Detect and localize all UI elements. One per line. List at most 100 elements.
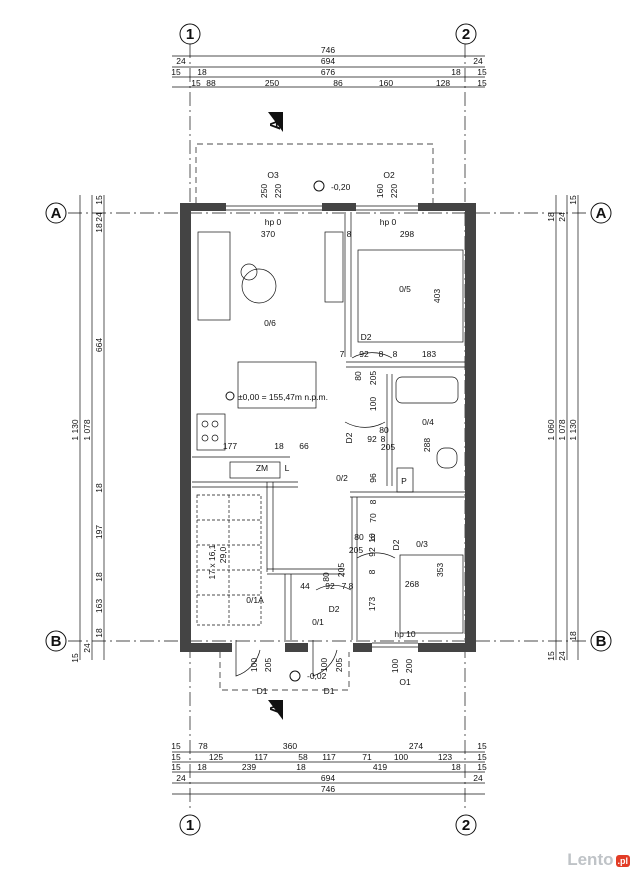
window-o3-sill: hp 0 — [265, 217, 282, 227]
left-dim-inner: 664 — [94, 338, 104, 352]
right-dim-small: 18 — [546, 212, 556, 222]
top-dim-r3: 15 — [171, 67, 181, 77]
room-0-3: 0/3 — [416, 539, 428, 549]
dim-kitchen: 66 — [299, 441, 309, 451]
axis-a-right-label: A — [596, 205, 607, 222]
bottom-dim-r1: 15 — [171, 741, 181, 751]
window-o1-height: 200 — [404, 659, 414, 673]
door-d2-label: D2 — [361, 332, 372, 342]
bottom-dim-r3: 15 — [171, 762, 181, 772]
axis-bubbles — [45, 23, 612, 836]
bottom-dim-r2: 125 — [209, 752, 223, 762]
bottom-dim-r3: 239 — [242, 762, 256, 772]
dim-wall: 10 — [367, 533, 377, 543]
dim-door: 80 — [354, 532, 364, 542]
bottom-dim-r1: 78 — [198, 741, 208, 751]
dim-vertical: 205 — [368, 371, 378, 385]
dim-vertical: 96 — [368, 473, 378, 483]
left-dim-inner: 24 — [94, 212, 104, 222]
left-dim-inner: 18 — [94, 223, 104, 233]
window-o2-label: O2 — [383, 170, 395, 180]
fridge-l-label: L — [285, 463, 290, 473]
dim-wall: 8 — [379, 349, 384, 359]
top-dim-r4: 86 — [333, 78, 343, 88]
dim-wall: 8 — [381, 434, 386, 444]
bottom-dim-r4: 24 — [473, 773, 483, 783]
dim-vertical: 80 — [353, 371, 363, 381]
right-dim-mid: 1 078 — [557, 419, 567, 441]
window-o3-width: 250 — [259, 184, 269, 198]
dim-door: 44 — [300, 581, 310, 591]
top-dim-r4: 15 — [191, 78, 201, 88]
door-d2c-label: D2 — [391, 539, 401, 550]
left-dim-small: 15 — [94, 195, 104, 205]
outer-walls — [180, 203, 476, 652]
bottom-dim-r3: 18 — [296, 762, 306, 772]
right-dim-small: 24 — [557, 212, 567, 222]
dim-entry-door: 100 — [319, 658, 329, 672]
bottom-dim-r2: 15 — [171, 752, 181, 762]
top-dim-r4: 15 — [477, 78, 487, 88]
door-d2d-label: D2 — [329, 604, 340, 614]
left-dim-inner: 163 — [94, 599, 104, 613]
dim-bed5-height: 403 — [432, 289, 442, 303]
room-0-1a: 0/1A — [246, 595, 264, 605]
dim-living-width: 370 — [261, 229, 275, 239]
bottom-dim-r2: 117 — [254, 752, 268, 762]
stairs-count-label: 17 x 16,1 — [207, 544, 217, 579]
dim-entry-door: 100 — [249, 658, 259, 672]
dim-wall: 8 — [368, 499, 378, 504]
top-dim-r3: 18 — [197, 67, 207, 77]
window-o2-sill: hp 0 — [380, 217, 397, 227]
top-dim-r2: 24 — [176, 56, 186, 66]
dim-vertical: 205 — [381, 442, 395, 452]
dim-vertical: 100 — [368, 397, 378, 411]
bottom-dim-r2: 117 — [322, 752, 336, 762]
left-dim-inner: 24 — [82, 643, 92, 653]
window-o3-height: 220 — [273, 184, 283, 198]
axis-2-bottom-label: 2 — [462, 817, 470, 834]
axis-b-left-label: B — [51, 633, 62, 650]
bottom-dim-r1: 15 — [477, 741, 487, 751]
bottom-dim-r3: 18 — [197, 762, 207, 772]
dim-wall: 7 — [340, 349, 345, 359]
dim-wall: 8 — [347, 229, 352, 239]
dim-door: 92 — [367, 547, 377, 557]
dim-door: 92 — [325, 581, 335, 591]
bottom-dim-r1: 274 — [409, 741, 423, 751]
dim-vertical: 205 — [336, 563, 346, 577]
window-o3-label: O3 — [267, 170, 279, 180]
bottom-dim-r2: 15 — [477, 752, 487, 762]
dim-bed5-inner: 183 — [422, 349, 436, 359]
top-dim-r4: 250 — [265, 78, 279, 88]
left-dim-inner: 18 — [94, 483, 104, 493]
top-dim-r4: 88 — [206, 78, 216, 88]
left-dim-small: 15 — [70, 653, 80, 663]
dim-vertical: 205 — [349, 545, 363, 555]
right-dim-inner: 1 060 — [546, 419, 556, 441]
axis-2-top-label: 2 — [462, 26, 470, 43]
window-o1-label: O1 — [399, 677, 411, 687]
axis-1-top-label: 1 — [186, 26, 194, 43]
room-0-4: 0/4 — [422, 417, 434, 427]
stairs-depth-label: 29,0 — [218, 546, 228, 563]
room-0-1: 0/1 — [312, 617, 324, 627]
dim-wall: 8 — [367, 569, 377, 574]
bottom-dim-r3: 15 — [477, 762, 487, 772]
door-d2b-label: D2 — [344, 432, 354, 443]
room-0-2: 0/2 — [336, 473, 348, 483]
left-dim-outer: 1 130 — [70, 419, 80, 441]
left-dim-mid: 1 078 — [82, 419, 92, 441]
top-dim-r3: 18 — [451, 67, 461, 77]
bottom-dim-r3: 18 — [451, 762, 461, 772]
bottom-dim-r2: 58 — [298, 752, 308, 762]
window-o2-width: 160 — [375, 184, 385, 198]
room-0-5: 0/5 — [399, 284, 411, 294]
left-dim-inner: 197 — [94, 525, 104, 539]
left-dim-inner: 18 — [94, 628, 104, 638]
bottom-dim-r4: 694 — [321, 773, 335, 783]
dim-bed5-width: 298 — [400, 229, 414, 239]
level-marks — [225, 180, 325, 682]
top-dim-r2: 694 — [321, 56, 335, 66]
section-a-bottom-label: A — [267, 703, 284, 714]
